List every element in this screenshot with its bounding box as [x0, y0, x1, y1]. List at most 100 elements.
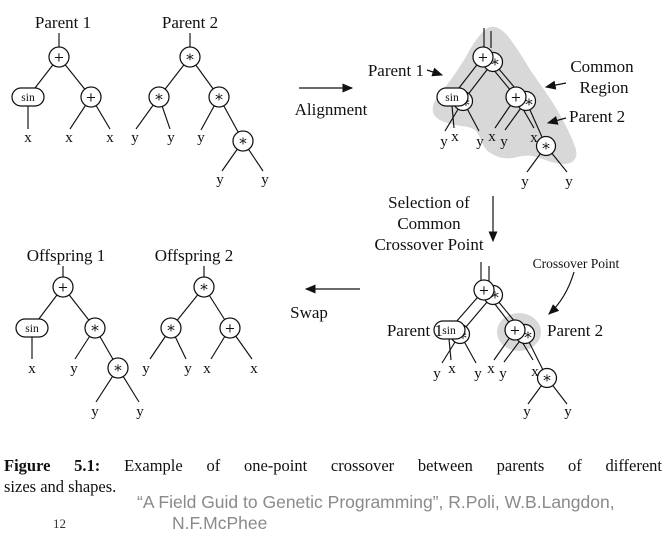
- sel-parent2-label: Parent 2: [547, 321, 603, 340]
- leaf-x: x: [451, 129, 459, 145]
- tree-edge: [451, 105, 455, 129]
- times-node: [193, 276, 215, 298]
- crossover-selection-tree: * + * sin * + * y x y x y x y y Crossove…: [387, 256, 620, 420]
- leaf-y: y: [197, 130, 205, 146]
- sin-node: [436, 87, 469, 107]
- leaf-y: y: [565, 174, 573, 190]
- node-label: *: [200, 281, 208, 299]
- node-label: sin: [21, 92, 35, 104]
- leaf-y: y: [216, 172, 224, 188]
- node-label: *: [91, 322, 99, 340]
- caption-line1: Figure 5.1: Example of one-point crossov…: [4, 455, 662, 476]
- common-region-label: Common: [570, 57, 634, 76]
- sel-parent1-label: Parent 1: [387, 321, 443, 340]
- leaf-y: y: [499, 366, 507, 382]
- plus-node: [505, 86, 527, 108]
- offspring2-title: Offspring 2: [155, 246, 234, 265]
- node-label: *: [167, 322, 175, 340]
- leaf-y: y: [70, 361, 78, 377]
- node-label: +: [58, 281, 69, 296]
- alignment-label: Alignment: [295, 100, 368, 119]
- node-label: *: [543, 372, 551, 390]
- parent1-tree: Parent 1 + sin + x x x: [11, 13, 114, 146]
- common-region-arrow: [544, 80, 567, 90]
- leaf-x: x: [203, 361, 211, 377]
- offspring1-tree: Offspring 1 + sin * * x y y y: [15, 246, 144, 420]
- leaf-y: y: [136, 404, 144, 420]
- plus-node: [48, 46, 70, 68]
- leaf-x: x: [531, 364, 539, 380]
- leaf-y: y: [523, 404, 531, 420]
- leaf-y: y: [500, 134, 508, 150]
- parent2-title: Parent 2: [162, 13, 218, 32]
- times-node: [179, 46, 201, 68]
- alignment-overlay-tree: * + * sin * + * y x y x y x y y Parent 1…: [368, 26, 634, 190]
- node-label: +: [511, 91, 522, 106]
- selection-label: Common: [397, 214, 461, 233]
- leaf-x: x: [488, 129, 496, 145]
- leaf-y: y: [131, 130, 139, 146]
- node-label: +: [510, 324, 521, 339]
- swap-label: Swap: [290, 303, 328, 322]
- leaf-y: y: [184, 361, 192, 377]
- times-node: [232, 130, 254, 152]
- common-region-label: Region: [579, 78, 629, 97]
- leaf-x: x: [65, 130, 73, 146]
- leaf-x: x: [28, 361, 36, 377]
- attribution-line1: “A Field Guid to Genetic Programming”, R…: [137, 492, 615, 512]
- caption-line2: sizes and shapes.: [4, 477, 117, 496]
- node-label: *: [215, 91, 223, 109]
- leaf-x: x: [448, 361, 456, 377]
- node-label: *: [542, 140, 550, 158]
- node-label: +: [54, 51, 65, 66]
- node-label: *: [155, 91, 163, 109]
- times-node: [148, 86, 170, 108]
- plus-node: [472, 46, 494, 68]
- page-number: 12: [53, 516, 66, 531]
- node-label: +: [478, 51, 489, 66]
- times-node: [84, 317, 106, 339]
- node-label: +: [86, 91, 97, 106]
- node-label: *: [239, 135, 247, 153]
- leaf-y: y: [474, 366, 482, 382]
- align-parent1-label: Parent 1: [368, 61, 424, 80]
- node-label: *: [524, 329, 532, 347]
- parent2-tree: Parent 2 * * * * y y y y y: [131, 13, 269, 188]
- node-label: *: [525, 96, 533, 114]
- offspring2-tree: Offspring 2 * * + y y x x: [142, 246, 258, 377]
- leaf-x: x: [487, 361, 495, 377]
- caption-tag: Figure 5.1:: [4, 456, 101, 475]
- tree-edge: [448, 338, 452, 361]
- align-parent2-arrow: [546, 116, 567, 125]
- selection-label: Crossover Point: [374, 235, 483, 254]
- parent1-title: Parent 1: [35, 13, 91, 32]
- figure-caption: Figure 5.1: Example of one-point crossov…: [4, 455, 662, 497]
- node-label: *: [186, 51, 194, 69]
- selection-label: Selection of: [388, 193, 470, 212]
- node-label: *: [459, 329, 467, 347]
- plus-node: [219, 317, 241, 339]
- align-parent1-arrow: [426, 67, 444, 77]
- common-region-shade: [432, 26, 577, 165]
- plus-node: [504, 319, 526, 341]
- sin-node: [15, 318, 49, 338]
- times-node: [160, 317, 182, 339]
- times-node: [535, 135, 557, 157]
- plus-node: [52, 276, 74, 298]
- leaf-x: x: [24, 130, 32, 146]
- leaf-y: y: [261, 172, 269, 188]
- leaf-y: y: [433, 366, 441, 382]
- leaf-y: y: [440, 134, 448, 150]
- leaf-x: x: [106, 130, 114, 146]
- attribution-line2: N.F.McPhee: [172, 513, 268, 533]
- leaf-x: x: [530, 130, 538, 146]
- crossover-point-arrow: [548, 271, 575, 315]
- alignment-step: Alignment: [295, 83, 368, 119]
- sin-node: [433, 320, 466, 340]
- crossover-diagram: Parent 1 + sin + x x x Parent 2 * * *: [11, 13, 634, 420]
- caption-text: Example of one-point crossover between p…: [124, 456, 663, 475]
- node-label: sin: [442, 325, 456, 337]
- selection-step: Selection of Common Crossover Point: [374, 193, 498, 254]
- leaf-y: y: [91, 404, 99, 420]
